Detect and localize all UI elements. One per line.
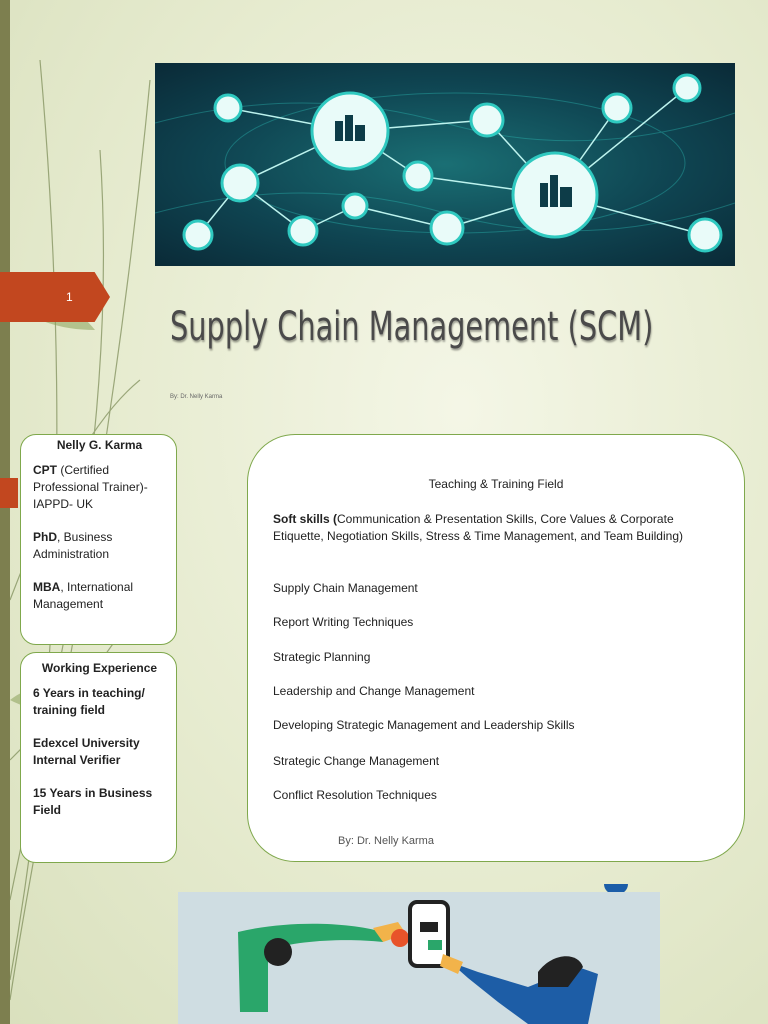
slide-number: 1 bbox=[66, 290, 73, 304]
training-heading: Teaching & Training Field bbox=[428, 477, 564, 491]
slide-number-tab: 1 bbox=[0, 272, 110, 322]
left-accent-bar bbox=[0, 0, 10, 1024]
training-item: Leadership and Change Management bbox=[273, 684, 475, 698]
decorative-shape bbox=[604, 884, 628, 894]
qualification-item: MBA, International Management bbox=[33, 580, 134, 611]
training-card: Teaching & Training Field Soft skills (C… bbox=[247, 434, 745, 862]
qualification-item: PhD, Business Administration bbox=[33, 530, 113, 561]
experience-card: Working Experience 6 Years in teaching/ … bbox=[20, 652, 177, 863]
payment-handshake-image bbox=[178, 892, 660, 1024]
profile-name: Nelly G. Karma bbox=[56, 438, 143, 452]
training-item: Report Writing Techniques bbox=[273, 615, 414, 629]
training-item: Strategic Planning bbox=[273, 650, 371, 664]
experience-item: 15 Years in Business Field bbox=[33, 786, 153, 817]
training-byline: By: Dr. Nelly Karma bbox=[338, 835, 434, 847]
training-item: Strategic Change Management bbox=[273, 754, 440, 768]
training-item: Developing Strategic Management and Lead… bbox=[273, 718, 575, 732]
experience-item: Edexcel University Internal Verifier bbox=[33, 736, 140, 767]
training-item: Conflict Resolution Techniques bbox=[273, 788, 437, 802]
title-byline: By: Dr. Nelly Karma bbox=[170, 394, 223, 400]
side-marker bbox=[0, 478, 18, 508]
hero-supply-chain-image bbox=[155, 63, 735, 266]
training-item: Supply Chain Management bbox=[273, 581, 418, 595]
slide-title: Supply Chain Management (SCM) bbox=[170, 304, 654, 350]
profile-card: Nelly G. Karma CPT (Certified Profession… bbox=[20, 434, 177, 645]
qualification-item: CPT (Certified Professional Trainer)- IA… bbox=[33, 463, 148, 511]
experience-item: 6 Years in teaching/ training field bbox=[33, 686, 145, 717]
experience-heading: Working Experience bbox=[41, 661, 158, 675]
soft-skills-item: Soft skills (Communication & Presentatio… bbox=[273, 512, 683, 543]
